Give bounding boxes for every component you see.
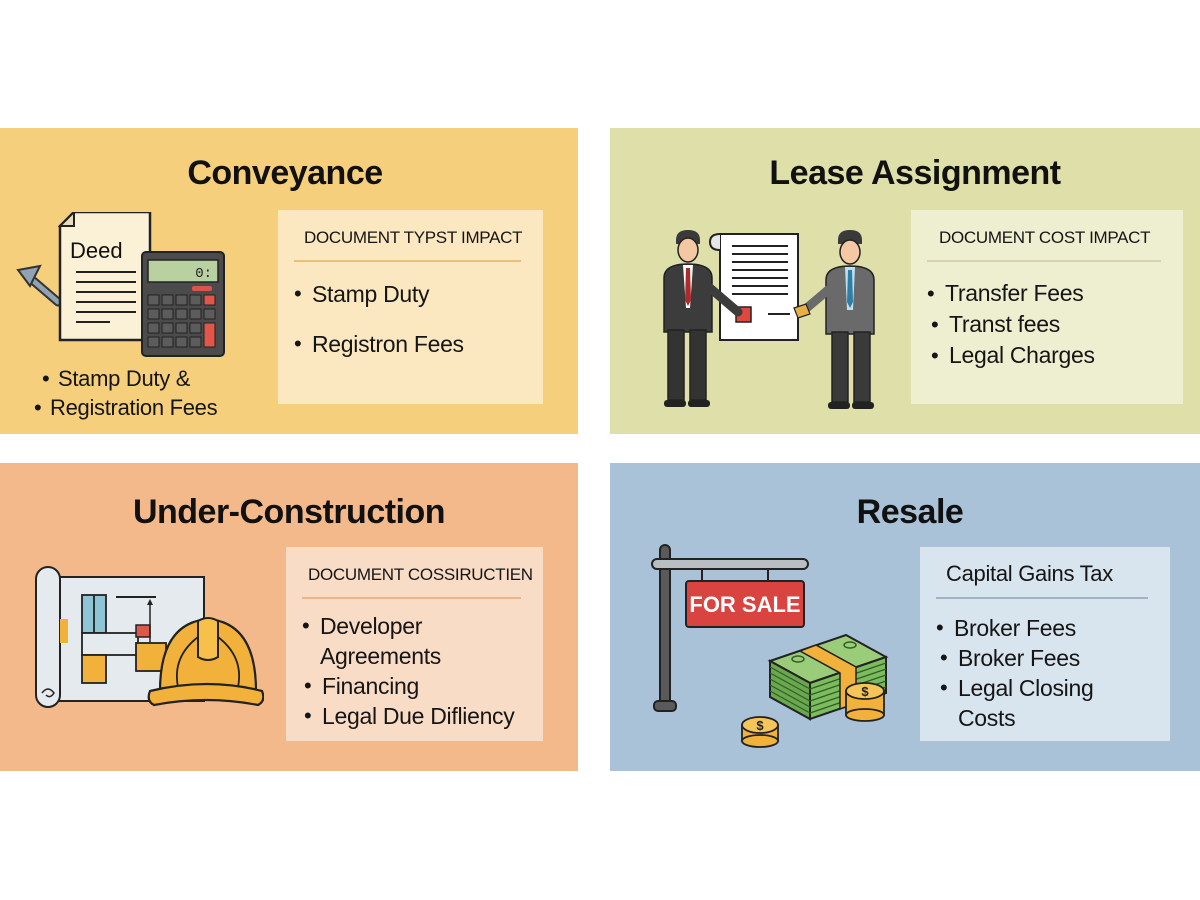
- lease-assignment-panel: Lease Assignment: [610, 128, 1200, 434]
- divider: [302, 597, 521, 599]
- list-item: Registration Fees: [34, 393, 218, 422]
- businessman-icon: [793, 230, 875, 409]
- panel-title: Lease Assignment: [769, 154, 1061, 192]
- panel-title: Under-Construction: [132, 493, 446, 531]
- conveyance-panel: Conveyance Deed 0:: [0, 128, 578, 434]
- divider: [936, 597, 1148, 599]
- svg-text:$: $: [861, 684, 869, 699]
- panel-title: Resale: [856, 493, 964, 531]
- info-heading: DOCUMENT COSSIRUCTIEN: [308, 565, 533, 584]
- svg-text:FOR SALE: FOR SALE: [689, 592, 800, 617]
- list-item: Stamp Duty: [294, 278, 527, 310]
- list-item: Transfer Fees: [927, 278, 1167, 309]
- svg-text:0:: 0:: [195, 266, 212, 282]
- impact-list: Stamp Duty Registron Fees: [294, 278, 527, 360]
- resale-info-box: Capital Gains Tax Broker Fees Broker Fee…: [920, 547, 1170, 741]
- list-item: Developer Agreements: [302, 611, 470, 671]
- list-item: Stamp Duty &: [42, 364, 217, 393]
- conveyance-info-box: DOCUMENT TYPST IMPACT Stamp Duty Registr…: [278, 210, 543, 404]
- info-heading: Capital Gains Tax: [946, 561, 1113, 586]
- deed-document-icon: Deed: [57, 209, 152, 342]
- svg-text:$: $: [756, 718, 764, 733]
- info-heading: DOCUMENT COST IMPACT: [939, 228, 1151, 247]
- list-item: Broker Fees: [940, 643, 1154, 673]
- arrow-icon: [16, 264, 63, 307]
- impact-list: Transfer Fees Transt fees Legal Charges: [927, 278, 1167, 371]
- info-heading: DOCUMENT TYPST IMPACT: [304, 228, 523, 247]
- conveyance-illustration: Deed 0:: [14, 209, 229, 362]
- impact-list: Developer Agreements Financing Legal Due…: [302, 611, 527, 731]
- calculator-icon: 0:: [141, 251, 225, 357]
- hard-hat-icon: [147, 617, 265, 707]
- resale-panel: Resale FOR SALE: [610, 463, 1200, 771]
- under-construction-illustration: [32, 563, 265, 713]
- lease-info-box: DOCUMENT COST IMPACT Transfer Fees Trans…: [911, 210, 1183, 404]
- impact-list: Broker Fees Broker Fees Legal Closing Co…: [936, 613, 1154, 733]
- list-item: Registron Fees: [294, 328, 527, 360]
- businessman-icon: [663, 230, 743, 407]
- list-item: Broker Fees: [936, 613, 1154, 643]
- conveyance-side-bullets: Stamp Duty & Registration Fees: [34, 364, 218, 422]
- resale-illustration: FOR SALE $: [650, 541, 900, 753]
- list-item: Legal Closing Costs: [940, 673, 1154, 733]
- list-item: Transt fees: [931, 309, 1167, 340]
- list-item: Legal Charges: [931, 340, 1167, 371]
- list-item: Legal Due Difliency: [304, 701, 527, 731]
- lease-document-icon: [708, 233, 799, 341]
- for-sale-sign-icon: FOR SALE: [651, 544, 809, 712]
- lease-assignment-illustration: [650, 228, 890, 410]
- coin-stack-icon: $ $: [741, 682, 885, 748]
- panel-title: Conveyance: [187, 154, 383, 192]
- svg-text:Deed: Deed: [70, 238, 123, 263]
- divider: [927, 260, 1161, 262]
- construction-info-box: DOCUMENT COSSIRUCTIEN Developer Agreemen…: [286, 547, 543, 741]
- under-construction-panel: Under-Construction: [0, 463, 578, 771]
- divider: [294, 260, 521, 262]
- list-item: Financing: [304, 671, 527, 701]
